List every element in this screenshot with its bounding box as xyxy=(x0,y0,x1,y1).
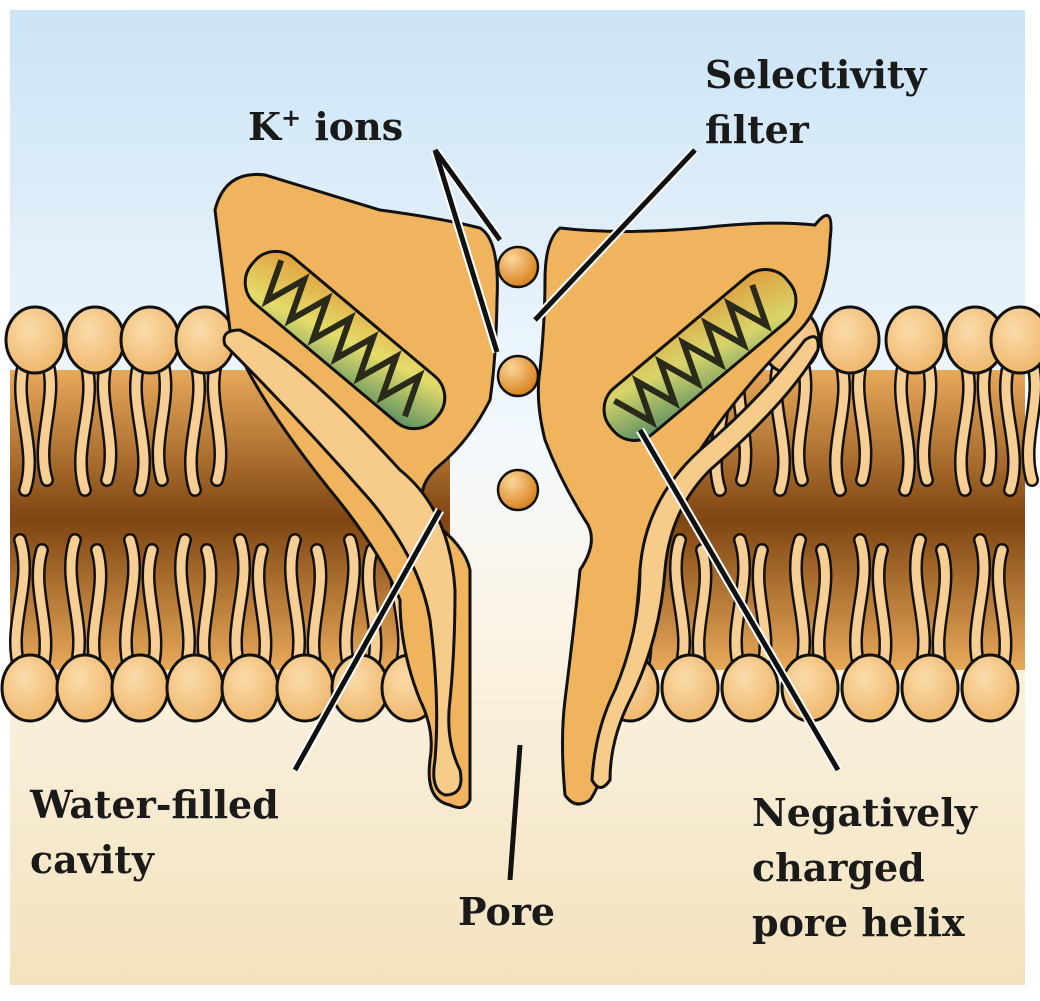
lipid-head xyxy=(720,653,780,723)
lipid-tail xyxy=(39,355,55,485)
lipid-tail xyxy=(254,545,270,675)
lipid-tail xyxy=(11,535,29,675)
lipid-head xyxy=(110,653,170,723)
leader-lines xyxy=(291,146,842,881)
lipid-tail xyxy=(16,355,34,495)
lipid-head xyxy=(119,305,181,375)
pore-helix-left xyxy=(243,249,447,431)
channel-subunit-right xyxy=(536,213,833,806)
lipid-tail xyxy=(364,545,380,675)
lipid-tail xyxy=(121,535,139,675)
lipid-tail xyxy=(231,535,249,675)
lipid-tail xyxy=(956,355,974,495)
lipid-tail xyxy=(994,545,1010,675)
lipid-head xyxy=(660,653,720,723)
lipid-tail xyxy=(131,355,149,495)
lipid-tail xyxy=(341,535,359,675)
label-pore-helix-2: charged xyxy=(752,845,925,890)
lipid-tail xyxy=(979,355,995,485)
lipid-head xyxy=(220,653,280,723)
lipid-tail xyxy=(919,355,935,485)
label-pore-helix-3: pore helix xyxy=(752,900,965,945)
lipid-tail xyxy=(874,545,890,675)
lipid-tail xyxy=(971,535,989,675)
lipid-head xyxy=(165,653,225,723)
label-pore: Pore xyxy=(458,889,555,934)
lipid-head xyxy=(4,305,66,375)
lipid-head xyxy=(64,305,126,375)
label-selectivity-filter-1: Selectivity xyxy=(705,52,927,97)
lipid-tail xyxy=(831,355,849,495)
leader-pore xyxy=(507,744,523,881)
lipid-head xyxy=(819,305,881,375)
label-selectivity-filter-2: filter xyxy=(705,107,810,152)
lipid-tail xyxy=(854,355,870,485)
leader-pore-helix xyxy=(637,428,841,772)
lipid-tail xyxy=(754,545,770,675)
k-ion xyxy=(496,468,540,512)
lipid-tail xyxy=(99,355,115,485)
lipid-tail xyxy=(1024,355,1040,485)
label-k-ions: K+ ions xyxy=(248,103,403,149)
lipid-tail xyxy=(34,545,50,675)
label-cavity-1: Water-filled xyxy=(29,782,279,827)
lipid-head xyxy=(960,653,1020,723)
label-cavity-2: cavity xyxy=(30,837,155,882)
leader-cavity xyxy=(292,508,443,772)
lipid-tail xyxy=(144,545,160,675)
leader-k-ions xyxy=(432,148,503,353)
lipid-tail xyxy=(896,355,914,495)
lipid-bilayer xyxy=(0,305,1040,723)
k-ion xyxy=(496,354,540,398)
pore-helix-right xyxy=(602,268,798,442)
lipid-head xyxy=(900,653,960,723)
lipid-tail xyxy=(209,355,225,485)
lipid-head xyxy=(989,305,1040,375)
leader-selectivity-filter xyxy=(533,148,697,322)
lipid-tail xyxy=(851,535,869,675)
lipid-head xyxy=(0,653,60,723)
lipid-tail xyxy=(76,355,94,495)
lipid-head xyxy=(884,305,946,375)
lipid-tail xyxy=(154,355,170,485)
label-pore-helix-1: Negatively xyxy=(752,790,978,835)
lipid-tail xyxy=(1001,355,1019,495)
lipid-tail xyxy=(186,355,204,495)
lipid-head xyxy=(55,653,115,723)
lipid-head xyxy=(840,653,900,723)
k-ion xyxy=(496,245,540,289)
